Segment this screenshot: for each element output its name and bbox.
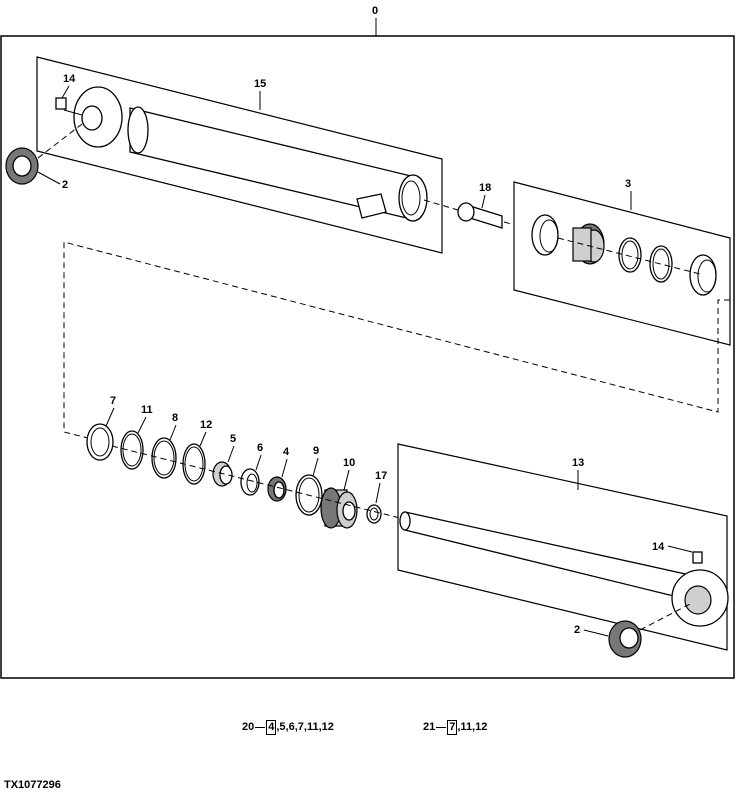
leader-17 [375,482,381,504]
callout-assembly: 0 [372,5,378,17]
callout-18: 18 [479,182,491,194]
barrel-collar [127,106,149,154]
figure-id: TX1077296 [4,779,61,791]
callout-13: 13 [572,457,584,469]
leader-7 [105,407,115,427]
callout-14-rear: 14 [63,73,76,85]
rod-end-face [399,511,411,531]
kit-first-part: 4 [266,720,277,735]
callout-11: 11 [141,404,153,416]
leader-9 [312,457,319,477]
outer-frame [0,35,735,679]
bushing-rod [608,620,642,658]
leader-6 [255,454,262,471]
barrel-threads [401,180,421,216]
leader-18 [481,194,486,209]
rod-assembly [397,443,729,651]
dash-18-left [423,199,459,211]
callout-4: 4 [283,446,290,458]
seal-kit-panel-3 [513,181,731,346]
leader-8 [169,424,177,441]
callout-2-rear: 2 [62,179,68,191]
ring-17 [366,504,382,524]
callout-14-rod: 14 [652,541,665,553]
callout-8: 8 [172,412,178,424]
kit-reference-21: 21 7,11,12 [423,720,487,735]
grease-fitting-rear [55,97,67,110]
callout-9: 9 [313,445,319,457]
grease-fitting-leader-line [63,109,83,116]
barrel-port-block [356,193,387,219]
kit-reference-20: 20 4,5,6,7,11,12 [242,720,334,735]
kit-number: 21 [423,721,436,733]
barrel-open-end [398,174,428,222]
callout-10: 10 [343,457,355,469]
kit-number: 20 [242,721,255,733]
dashed-connector [63,241,730,440]
callout-6: 6 [257,442,263,454]
ring-11 [120,430,144,470]
barrel-assembly [36,56,443,254]
callout-7: 7 [110,395,116,407]
callout-3: 3 [625,178,631,190]
leader-2-rear [37,171,61,185]
barrel-clevis-bore [81,105,103,131]
callout-5: 5 [230,433,236,445]
rod-eye-bore [684,585,712,615]
leader-2-rod [583,629,609,637]
callout-2-rod: 2 [574,624,580,636]
bushing-rear [5,147,39,185]
leader-5 [227,445,235,463]
kit-first-part: 7 [447,720,458,735]
leader-14-rear [61,85,70,99]
leader-14-rod [667,545,693,553]
ring-12 [182,443,206,485]
ring-8 [151,437,177,479]
grease-fitting-rod [692,551,703,564]
part-18 [457,202,503,229]
leader-12 [199,431,207,447]
callout-12: 12 [200,419,212,431]
leader-10 [343,469,350,491]
callout-15: 15 [254,78,266,90]
leader-11 [137,416,147,434]
kit-parts: ,5,6,7,11,12 [276,721,334,733]
seal-row [86,423,401,529]
leader-4 [281,458,288,478]
callout-17: 17 [375,470,387,482]
kit-parts: ,11,12 [457,721,488,733]
